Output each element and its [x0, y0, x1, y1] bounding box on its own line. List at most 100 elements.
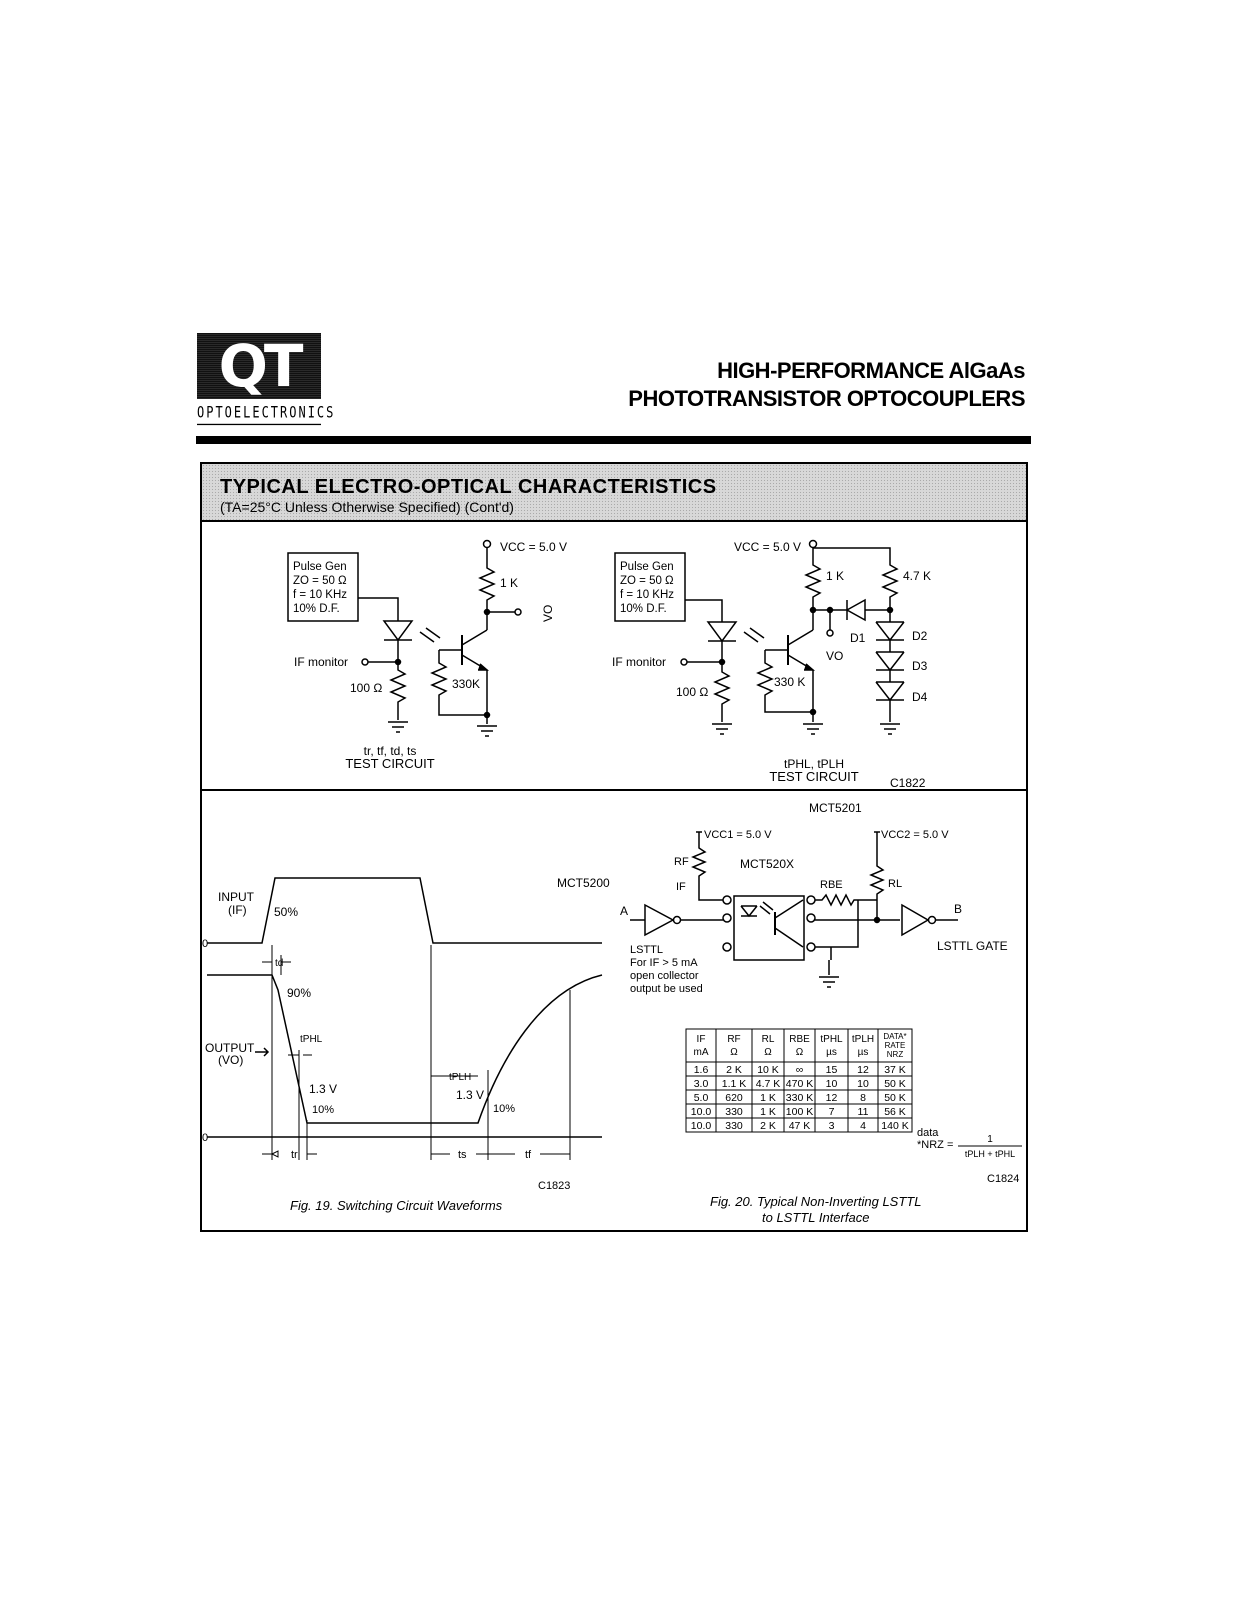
vcc2-label: VCC2 = 5.0 V	[881, 829, 949, 841]
d2-label: D2	[912, 629, 928, 643]
circuit2-caption-1: tPHL, tPLH	[784, 757, 844, 771]
note-line-1: For IF > 5 mA	[630, 957, 698, 969]
input-waveform	[207, 877, 602, 944]
table-header-cell: RATE	[885, 1041, 906, 1050]
interface-code: C1824	[987, 1173, 1019, 1185]
p90-label: 90%	[287, 986, 311, 1000]
diode-d1	[845, 598, 866, 622]
table-cell: 47 K	[789, 1120, 811, 1132]
resistor-100-label-2: 100 Ω	[676, 685, 708, 699]
input-label: INPUT	[218, 890, 255, 904]
circuit1-caption-1: tr, tf, td, ts	[364, 744, 417, 758]
table-cell: 10.0	[691, 1106, 712, 1118]
resistor-100-2	[713, 662, 731, 722]
table-cell: 2 K	[760, 1120, 776, 1132]
tphl-label: tPHL	[300, 1034, 323, 1045]
resistor-rf	[691, 831, 724, 901]
table-cell: 3	[829, 1120, 835, 1132]
table-header-cell: tPLH	[852, 1034, 874, 1045]
diode-d2	[875, 621, 905, 642]
pulse-gen-1-line-1: Pulse Gen	[293, 561, 347, 573]
logo-mark: QT	[218, 332, 304, 400]
table-header-cell: Ω	[764, 1047, 772, 1058]
table-header-cell: µs	[826, 1047, 837, 1058]
section-band: TYPICAL ELECTRO-OPTICAL CHARACTERISTICS …	[202, 464, 1026, 522]
table-cell: 100 K	[786, 1106, 813, 1118]
table-cell: 12	[826, 1092, 838, 1104]
circuit2-code: C1822	[890, 776, 926, 790]
table-cell: 50 K	[884, 1078, 906, 1090]
coupler-led	[740, 905, 758, 918]
ts-label: ts	[458, 1149, 467, 1161]
input-sub-label: (IF)	[228, 903, 247, 917]
p10-right-label: 10%	[493, 1103, 515, 1115]
panel-divider	[202, 789, 1026, 791]
tr-label: tr	[291, 1149, 298, 1161]
table-header-cell: mA	[694, 1047, 709, 1058]
p10-left-label: 10%	[312, 1104, 334, 1116]
tplh-label: tPLH	[449, 1072, 471, 1083]
vcc-label-2: VCC = 5.0 V	[734, 540, 801, 554]
table-cell: 11	[858, 1106, 869, 1118]
resistor-330k-1	[430, 650, 487, 716]
logo-subtitle: OPTOELECTRONICS	[197, 403, 333, 426]
header-rule	[196, 436, 1031, 444]
waveform-part-label: MCT5200	[557, 876, 610, 890]
resistor-rl	[869, 831, 900, 921]
table-cell: ∞	[796, 1064, 804, 1076]
table-cell: 620	[725, 1092, 743, 1104]
pulse-gen-box-2	[614, 552, 686, 622]
table-cell: 330 K	[786, 1092, 813, 1104]
formula-lhs-1: data	[917, 1127, 939, 1139]
lsttl-gate-label: LSTTL GATE	[937, 939, 1008, 953]
figures-svg: Pulse Gen ZO = 50 Ω f = 10 KHz 10% D.F. …	[202, 539, 1022, 1192]
table-cell: 5.0	[694, 1092, 709, 1104]
output-label: OUTPUT	[205, 1041, 255, 1055]
resistor-1k-1	[478, 548, 496, 612]
pulse-gen-1-line-2: ZO = 50 Ω	[293, 575, 347, 587]
table-header-cell: RF	[727, 1034, 740, 1045]
table-cell: 10	[826, 1078, 838, 1090]
resistor-100-1	[389, 662, 407, 720]
table-cell: 37 K	[884, 1064, 906, 1076]
table-header-cell: µs	[858, 1047, 869, 1058]
company-logo: QT OPTOELECTRONICS	[197, 332, 333, 426]
circuit1-caption-2: TEST CIRCUIT	[345, 756, 434, 771]
section-title: TYPICAL ELECTRO-OPTICAL CHARACTERISTICS	[220, 476, 717, 498]
table-header-cell: IF	[697, 1034, 706, 1045]
pulse-gen-2-line-2: ZO = 50 Ω	[620, 575, 674, 587]
table-cell: 8	[860, 1092, 866, 1104]
resistor-4k7	[813, 547, 899, 622]
pulse-gen-1-line-4: 10% D.F.	[293, 603, 340, 615]
title-line-2: PHOTOTRANSISTOR OPTOCOUPLERS	[628, 386, 1025, 411]
formula-numerator: 1	[987, 1134, 993, 1145]
circuit2-caption-2: TEST CIRCUIT	[769, 769, 858, 784]
table-cell: 470 K	[786, 1078, 813, 1090]
note-line-3: output be used	[630, 983, 703, 995]
table-cell: 56 K	[884, 1106, 906, 1118]
resistor-330k-label-2: 330 K	[774, 675, 805, 689]
lsttl-gate-out	[901, 903, 930, 937]
output-waveform	[207, 974, 603, 1124]
table-cell: 50 K	[884, 1092, 906, 1104]
table-cell: 12	[857, 1064, 869, 1076]
title-line-1: HIGH-PERFORMANCE AlGaAs	[717, 358, 1025, 383]
d3-label: D3	[912, 659, 928, 673]
rl-label: RL	[888, 878, 902, 890]
characteristics-panel: TYPICAL ELECTRO-OPTICAL CHARACTERISTICS …	[200, 462, 1028, 1232]
table-cell: 15	[826, 1064, 838, 1076]
table-cell: 1 K	[760, 1092, 776, 1104]
table-cell: 10	[857, 1078, 869, 1090]
output-b-label: B	[954, 902, 962, 916]
table-cell: 330	[725, 1120, 743, 1132]
pulse-gen-2-line-3: f = 10 KHz	[620, 589, 674, 601]
nrz-formula: data *NRZ = 1 tPLH + tPHL C1824	[917, 1127, 1022, 1185]
table-cell: 10.0	[691, 1120, 712, 1132]
pulse-gen-2-line-1: Pulse Gen	[620, 561, 674, 573]
input-zero: 0	[202, 938, 208, 950]
vo-label-1: VO	[541, 605, 555, 622]
coupler-box	[733, 895, 805, 961]
output-sub-label: (VO)	[218, 1053, 243, 1067]
tf-label: tf	[525, 1149, 532, 1161]
section-subtitle: (TA=25°C Unless Otherwise Specified) (Co…	[220, 499, 514, 515]
